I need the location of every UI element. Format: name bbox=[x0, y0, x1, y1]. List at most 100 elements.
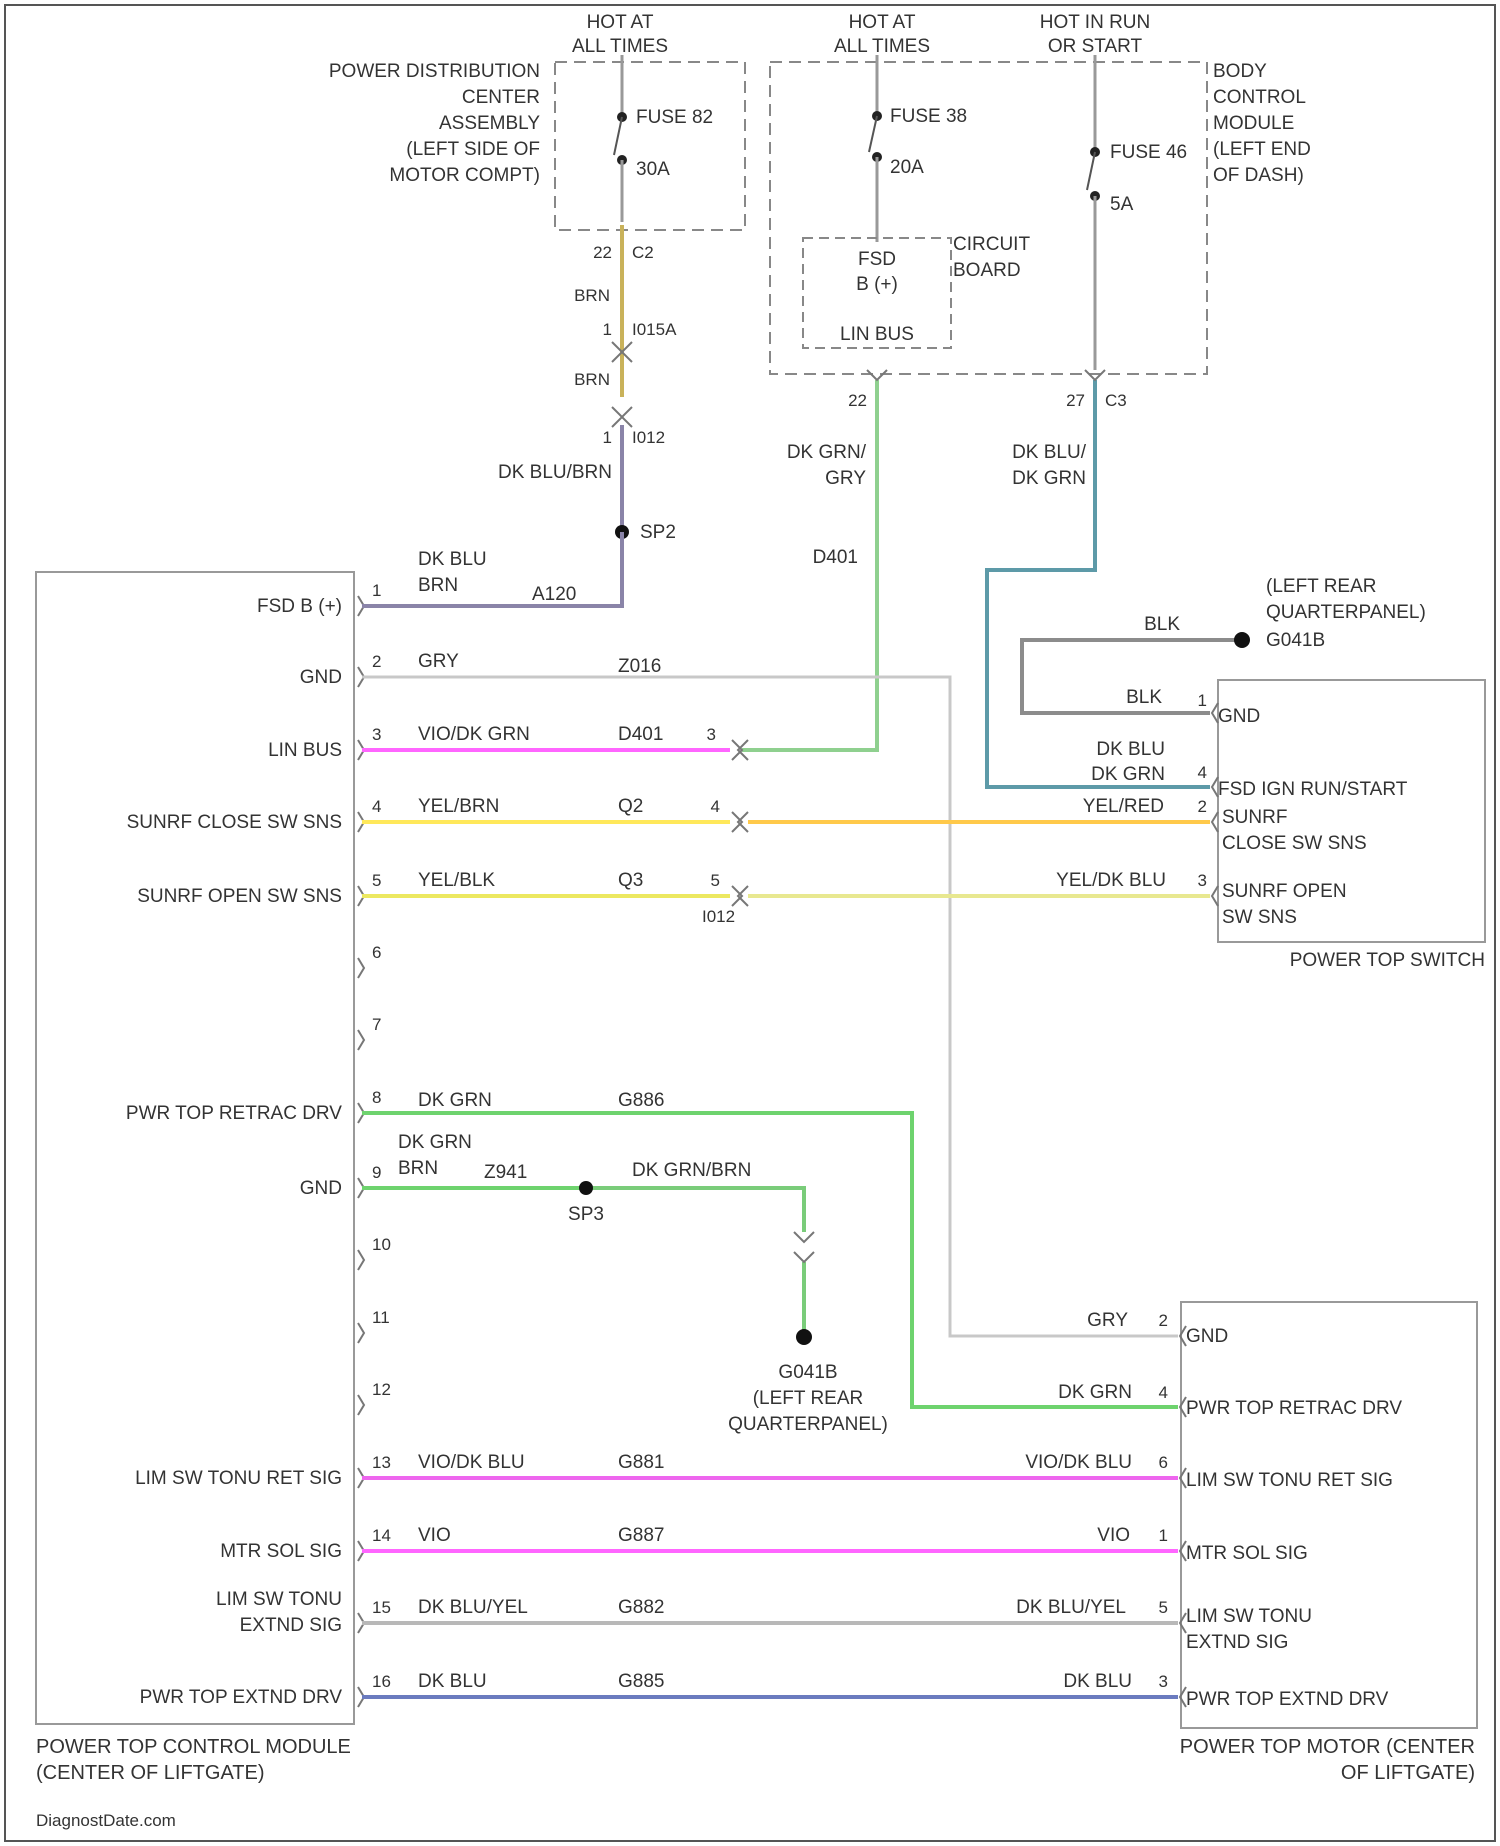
svg-text:3: 3 bbox=[707, 725, 716, 744]
svg-text:OF DASH): OF DASH) bbox=[1213, 165, 1304, 186]
power-distribution-center: POWER DISTRIBUTION CENTER ASSEMBLY (LEFT… bbox=[329, 55, 745, 262]
svg-text:2: 2 bbox=[1198, 797, 1207, 816]
power-source-1: HOT AT ALL TIMES bbox=[572, 12, 668, 57]
footer-credit: DiagnostDate.com bbox=[36, 1811, 176, 1830]
svg-text:FSD: FSD bbox=[858, 249, 896, 270]
svg-text:ALL TIMES: ALL TIMES bbox=[572, 36, 668, 57]
ptcm-pin-label: GND bbox=[300, 1178, 342, 1199]
svg-text:CLOSE SW SNS: CLOSE SW SNS bbox=[1222, 833, 1367, 854]
wire-pin9-ground: DK GRN BRN Z941 SP3 DK GRN/BRN G041B (LE… bbox=[362, 1132, 888, 1435]
svg-text:VIO/DK BLU: VIO/DK BLU bbox=[1025, 1452, 1132, 1473]
ground-connector-icon bbox=[794, 1232, 814, 1262]
svg-text:FSD IGN RUN/START: FSD IGN RUN/START bbox=[1218, 779, 1408, 800]
wire-pin4-close: YEL/BRN Q2 4 YEL/RED 2 bbox=[362, 796, 1210, 832]
ptcm-pin-label: MTR SOL SIG bbox=[220, 1541, 342, 1562]
svg-text:30A: 30A bbox=[636, 159, 670, 180]
ptcm-pin-label: LIN BUS bbox=[268, 740, 342, 761]
body-control-module: BODY CONTROL MODULE (LEFT END OF DASH) F… bbox=[770, 55, 1311, 410]
svg-text:YEL/BRN: YEL/BRN bbox=[418, 796, 499, 817]
svg-text:FUSE 82: FUSE 82 bbox=[636, 107, 713, 128]
ptcm-pin-label: EXTND SIG bbox=[240, 1615, 342, 1636]
ptcm-pin-number: 12 bbox=[372, 1380, 391, 1399]
svg-text:GND: GND bbox=[1218, 706, 1260, 727]
pdc-feed-wire: BRN 1 I015A BRN 1 I012 DK BLU/BRN SP2 bbox=[498, 225, 677, 543]
svg-text:BLK: BLK bbox=[1144, 614, 1180, 635]
ptcm-pin-number: 6 bbox=[372, 943, 381, 962]
ptcm-pin-number: 2 bbox=[372, 652, 381, 671]
svg-text:D401: D401 bbox=[813, 547, 858, 568]
ptcm-pin-number: 10 bbox=[372, 1235, 391, 1254]
ground-g041b-icon bbox=[1234, 632, 1250, 648]
svg-text:SP2: SP2 bbox=[640, 522, 676, 543]
svg-text:MTR SOL SIG: MTR SOL SIG bbox=[1186, 1543, 1308, 1564]
svg-text:I012: I012 bbox=[632, 428, 665, 447]
ptcm-pin-terminal-icon bbox=[358, 1030, 364, 1050]
svg-text:(LEFT END: (LEFT END bbox=[1213, 139, 1311, 160]
svg-text:VIO: VIO bbox=[418, 1525, 451, 1546]
svg-text:6: 6 bbox=[1159, 1453, 1168, 1472]
svg-text:BLK: BLK bbox=[1126, 687, 1162, 708]
wire-pin14-mtr-sol: VIO G887 VIO 1 bbox=[362, 1525, 1178, 1551]
svg-text:1: 1 bbox=[1159, 1526, 1168, 1545]
svg-text:Q2: Q2 bbox=[618, 796, 643, 817]
ptcm-pin-label: FSD B (+) bbox=[257, 596, 342, 617]
svg-text:DK GRN: DK GRN bbox=[1058, 1382, 1132, 1403]
svg-text:OR START: OR START bbox=[1048, 36, 1143, 57]
ptcm-pin-number: 3 bbox=[372, 725, 381, 744]
svg-text:4: 4 bbox=[1198, 763, 1207, 782]
svg-text:5: 5 bbox=[1159, 1598, 1168, 1617]
svg-text:(CENTER OF LIFTGATE): (CENTER OF LIFTGATE) bbox=[36, 1762, 265, 1784]
svg-text:3: 3 bbox=[1159, 1672, 1168, 1691]
svg-text:B (+): B (+) bbox=[856, 274, 898, 295]
svg-text:SW SNS: SW SNS bbox=[1222, 907, 1297, 928]
wire-pin8-retrac: DK GRN G886 bbox=[362, 1090, 1178, 1407]
svg-text:POWER DISTRIBUTION: POWER DISTRIBUTION bbox=[329, 61, 540, 82]
ptcm-pin-label: SUNRF OPEN SW SNS bbox=[137, 886, 342, 907]
svg-text:DK BLU/YEL: DK BLU/YEL bbox=[418, 1597, 528, 1618]
ptcm-pin-label: LIM SW TONU bbox=[216, 1589, 342, 1610]
svg-text:G885: G885 bbox=[618, 1671, 664, 1692]
svg-text:LIM SW TONU: LIM SW TONU bbox=[1186, 1606, 1312, 1627]
svg-text:YEL/DK BLU: YEL/DK BLU bbox=[1056, 870, 1166, 891]
svg-text:YEL/RED: YEL/RED bbox=[1083, 796, 1164, 817]
power-source-2: HOT AT ALL TIMES bbox=[834, 12, 930, 57]
svg-text:CENTER: CENTER bbox=[462, 87, 540, 108]
svg-text:PWR TOP RETRAC DRV: PWR TOP RETRAC DRV bbox=[1186, 1398, 1402, 1419]
svg-text:DK GRN/: DK GRN/ bbox=[787, 442, 867, 463]
svg-text:OF LIFTGATE): OF LIFTGATE) bbox=[1341, 1762, 1475, 1784]
ptcm-pin-terminal-icon bbox=[358, 1395, 364, 1415]
svg-text:A120: A120 bbox=[532, 584, 576, 605]
svg-text:SUNRF: SUNRF bbox=[1222, 807, 1287, 828]
svg-text:4: 4 bbox=[1159, 1383, 1168, 1402]
svg-text:CONTROL: CONTROL bbox=[1213, 87, 1306, 108]
svg-text:D401: D401 bbox=[618, 724, 663, 745]
svg-text:5A: 5A bbox=[1110, 194, 1134, 215]
svg-text:MOTOR COMPT): MOTOR COMPT) bbox=[389, 165, 540, 186]
svg-text:GND: GND bbox=[1186, 1326, 1228, 1347]
power-top-switch: BLK 1 GND DK BLU DK GRN 4 FSD IGN RUN/ST… bbox=[1091, 680, 1485, 971]
svg-text:LIM SW TONU RET SIG: LIM SW TONU RET SIG bbox=[1186, 1470, 1393, 1491]
svg-text:HOT AT: HOT AT bbox=[587, 12, 654, 33]
svg-text:CIRCUIT: CIRCUIT bbox=[953, 234, 1030, 255]
svg-text:FUSE 46: FUSE 46 bbox=[1110, 142, 1187, 163]
svg-text:SUNRF OPEN: SUNRF OPEN bbox=[1222, 881, 1347, 902]
svg-text:YEL/BLK: YEL/BLK bbox=[418, 870, 495, 891]
power-source-run: HOT IN RUN OR START bbox=[1040, 12, 1150, 57]
ptcm-pin-number: 13 bbox=[372, 1453, 391, 1472]
svg-text:DK BLU: DK BLU bbox=[1063, 1671, 1132, 1692]
ptcm-pin-number: 8 bbox=[372, 1088, 381, 1107]
svg-text:MODULE: MODULE bbox=[1213, 113, 1294, 134]
svg-text:BRN: BRN bbox=[574, 286, 610, 305]
ptcm-pin-terminal-icon bbox=[358, 958, 364, 978]
svg-text:SP3: SP3 bbox=[568, 1204, 604, 1225]
svg-text:5: 5 bbox=[711, 871, 720, 890]
svg-text:1: 1 bbox=[603, 320, 612, 339]
svg-text:BOARD: BOARD bbox=[953, 260, 1021, 281]
ptcm-pin-number: 4 bbox=[372, 797, 381, 816]
svg-text:BODY: BODY bbox=[1213, 61, 1267, 82]
svg-text:G887: G887 bbox=[618, 1525, 664, 1546]
inline-connector-4-icon bbox=[732, 812, 748, 832]
svg-text:PWR TOP EXTND DRV: PWR TOP EXTND DRV bbox=[1186, 1689, 1389, 1710]
svg-text:HOT IN RUN: HOT IN RUN bbox=[1040, 12, 1150, 33]
